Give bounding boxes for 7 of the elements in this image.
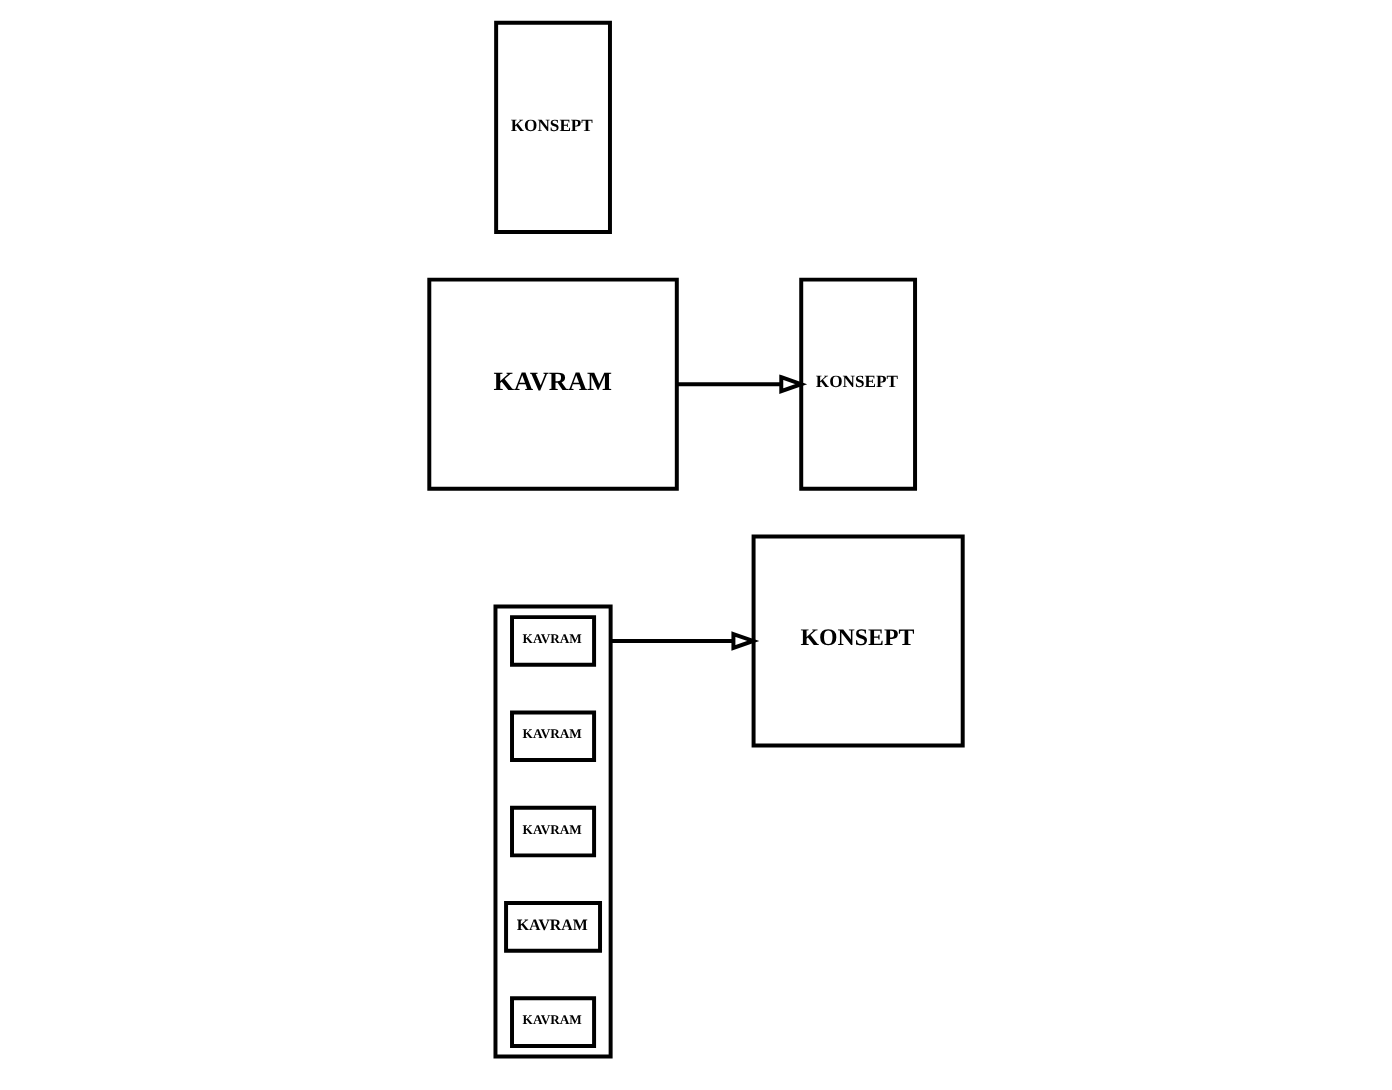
node-box: KONSEPT xyxy=(494,20,612,234)
node-box: KAVRAM xyxy=(427,277,679,491)
arrow xyxy=(676,374,808,394)
arrow xyxy=(610,631,760,651)
node-box: KONSEPT xyxy=(751,534,965,748)
cluster xyxy=(493,604,613,1059)
node-box: KONSEPT xyxy=(799,277,918,491)
